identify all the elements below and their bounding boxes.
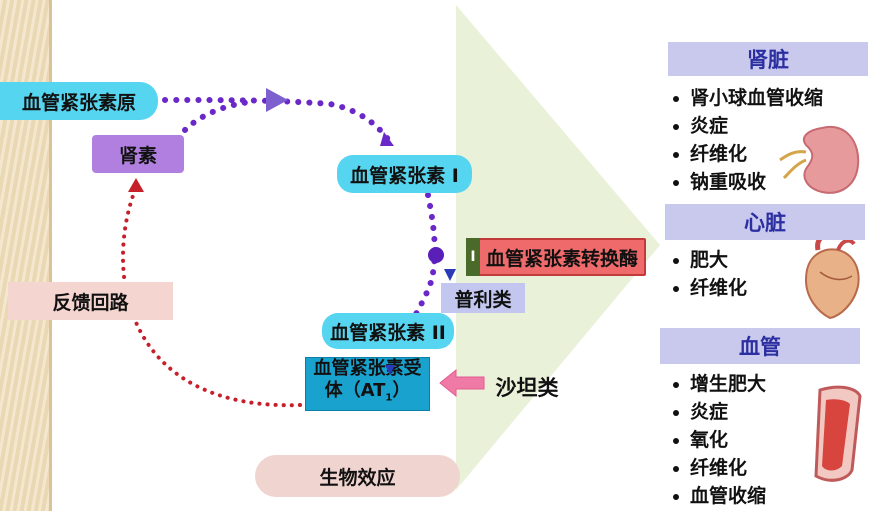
list-item: 肥大 xyxy=(670,246,747,274)
purple-arrow-head-top xyxy=(266,88,288,112)
sartan-arrow xyxy=(439,368,485,398)
list-item: 纤维化 xyxy=(670,454,766,482)
kidney-title-label: 肾脏 xyxy=(747,48,789,72)
purple-dotted-path-top xyxy=(162,97,393,145)
blood-vessel-title-label: 血管 xyxy=(739,335,781,359)
angiotensin-1-label: 血管紧张素 I xyxy=(350,164,459,187)
list-item: 肾小球血管收缩 xyxy=(670,84,823,112)
ace-label: 血管紧张素转换酶 xyxy=(485,247,638,270)
angiotensin-2-node: 血管紧张素 II xyxy=(322,313,454,349)
biological-effect-node: 生物效应 xyxy=(255,455,460,497)
ace-marker: I xyxy=(466,238,480,276)
list-item: 纤维化 xyxy=(670,274,747,302)
angiotensinogen-node: 血管紧张素原 xyxy=(0,82,158,120)
renin-label: 肾素 xyxy=(118,144,157,167)
blood-vessel-icon xyxy=(814,385,862,482)
list-item: 氧化 xyxy=(670,426,766,454)
purple-dotted-path-right xyxy=(411,192,438,321)
heart-title-label: 心脏 xyxy=(744,211,786,235)
angiotensin-2-label: 血管紧张素 II xyxy=(330,321,446,344)
at1-receptor-line2: 体（AT1） xyxy=(324,380,411,404)
sartan-label: 沙坦类 xyxy=(495,376,559,400)
purple-dotted-path-renin xyxy=(182,99,253,133)
receptor-arrow-icon xyxy=(385,365,395,375)
angiotensinogen-label: 血管紧张素原 xyxy=(21,91,136,114)
red-arrow-head xyxy=(128,178,144,192)
ace-junction-dot xyxy=(428,247,444,263)
heart-title: 心脏 xyxy=(665,204,865,240)
list-item: 炎症 xyxy=(670,398,766,426)
sartan-node: 沙坦类 xyxy=(487,370,567,404)
blood-vessel-effects-list: 增生肥大 炎症 氧化 纤维化 血管收缩 xyxy=(670,370,766,510)
ace-inhibitor-label: 普利类 xyxy=(454,288,512,311)
purple-arrow-head-right xyxy=(380,132,394,146)
kidney-icon xyxy=(779,125,860,194)
at1-receptor-line1: 血管紧张素受 xyxy=(313,358,422,380)
angiotensin-1-node: 血管紧张素 I xyxy=(337,155,472,193)
biological-effect-label: 生物效应 xyxy=(319,466,396,489)
kidney-title: 肾脏 xyxy=(668,42,868,76)
list-item: 炎症 xyxy=(670,112,823,140)
list-item: 钠重吸收 xyxy=(670,168,823,196)
inhibitor-arrow-icon xyxy=(444,269,456,281)
heart-effects-list: 肥大 纤维化 xyxy=(670,246,747,302)
feedback-loop-node: 反馈回路 xyxy=(8,282,173,320)
at1-receptor-node: 血管紧张素受 体（AT1） xyxy=(305,357,430,411)
list-item: 血管收缩 xyxy=(670,482,766,510)
blood-vessel-title: 血管 xyxy=(660,328,860,364)
heart-icon xyxy=(804,233,860,320)
kidney-effects-list: 肾小球血管收缩 炎症 纤维化 钠重吸收 xyxy=(670,84,823,196)
red-dotted-feedback-path xyxy=(121,188,302,408)
ace-marker-label: I xyxy=(470,249,476,265)
ace-node: 血管紧张素转换酶 xyxy=(466,238,646,276)
list-item: 纤维化 xyxy=(670,140,823,168)
ace-inhibitor-node: 普利类 xyxy=(441,283,525,313)
list-item: 增生肥大 xyxy=(670,370,766,398)
renin-node: 肾素 xyxy=(92,135,184,173)
feedback-loop-label: 反馈回路 xyxy=(52,291,129,314)
